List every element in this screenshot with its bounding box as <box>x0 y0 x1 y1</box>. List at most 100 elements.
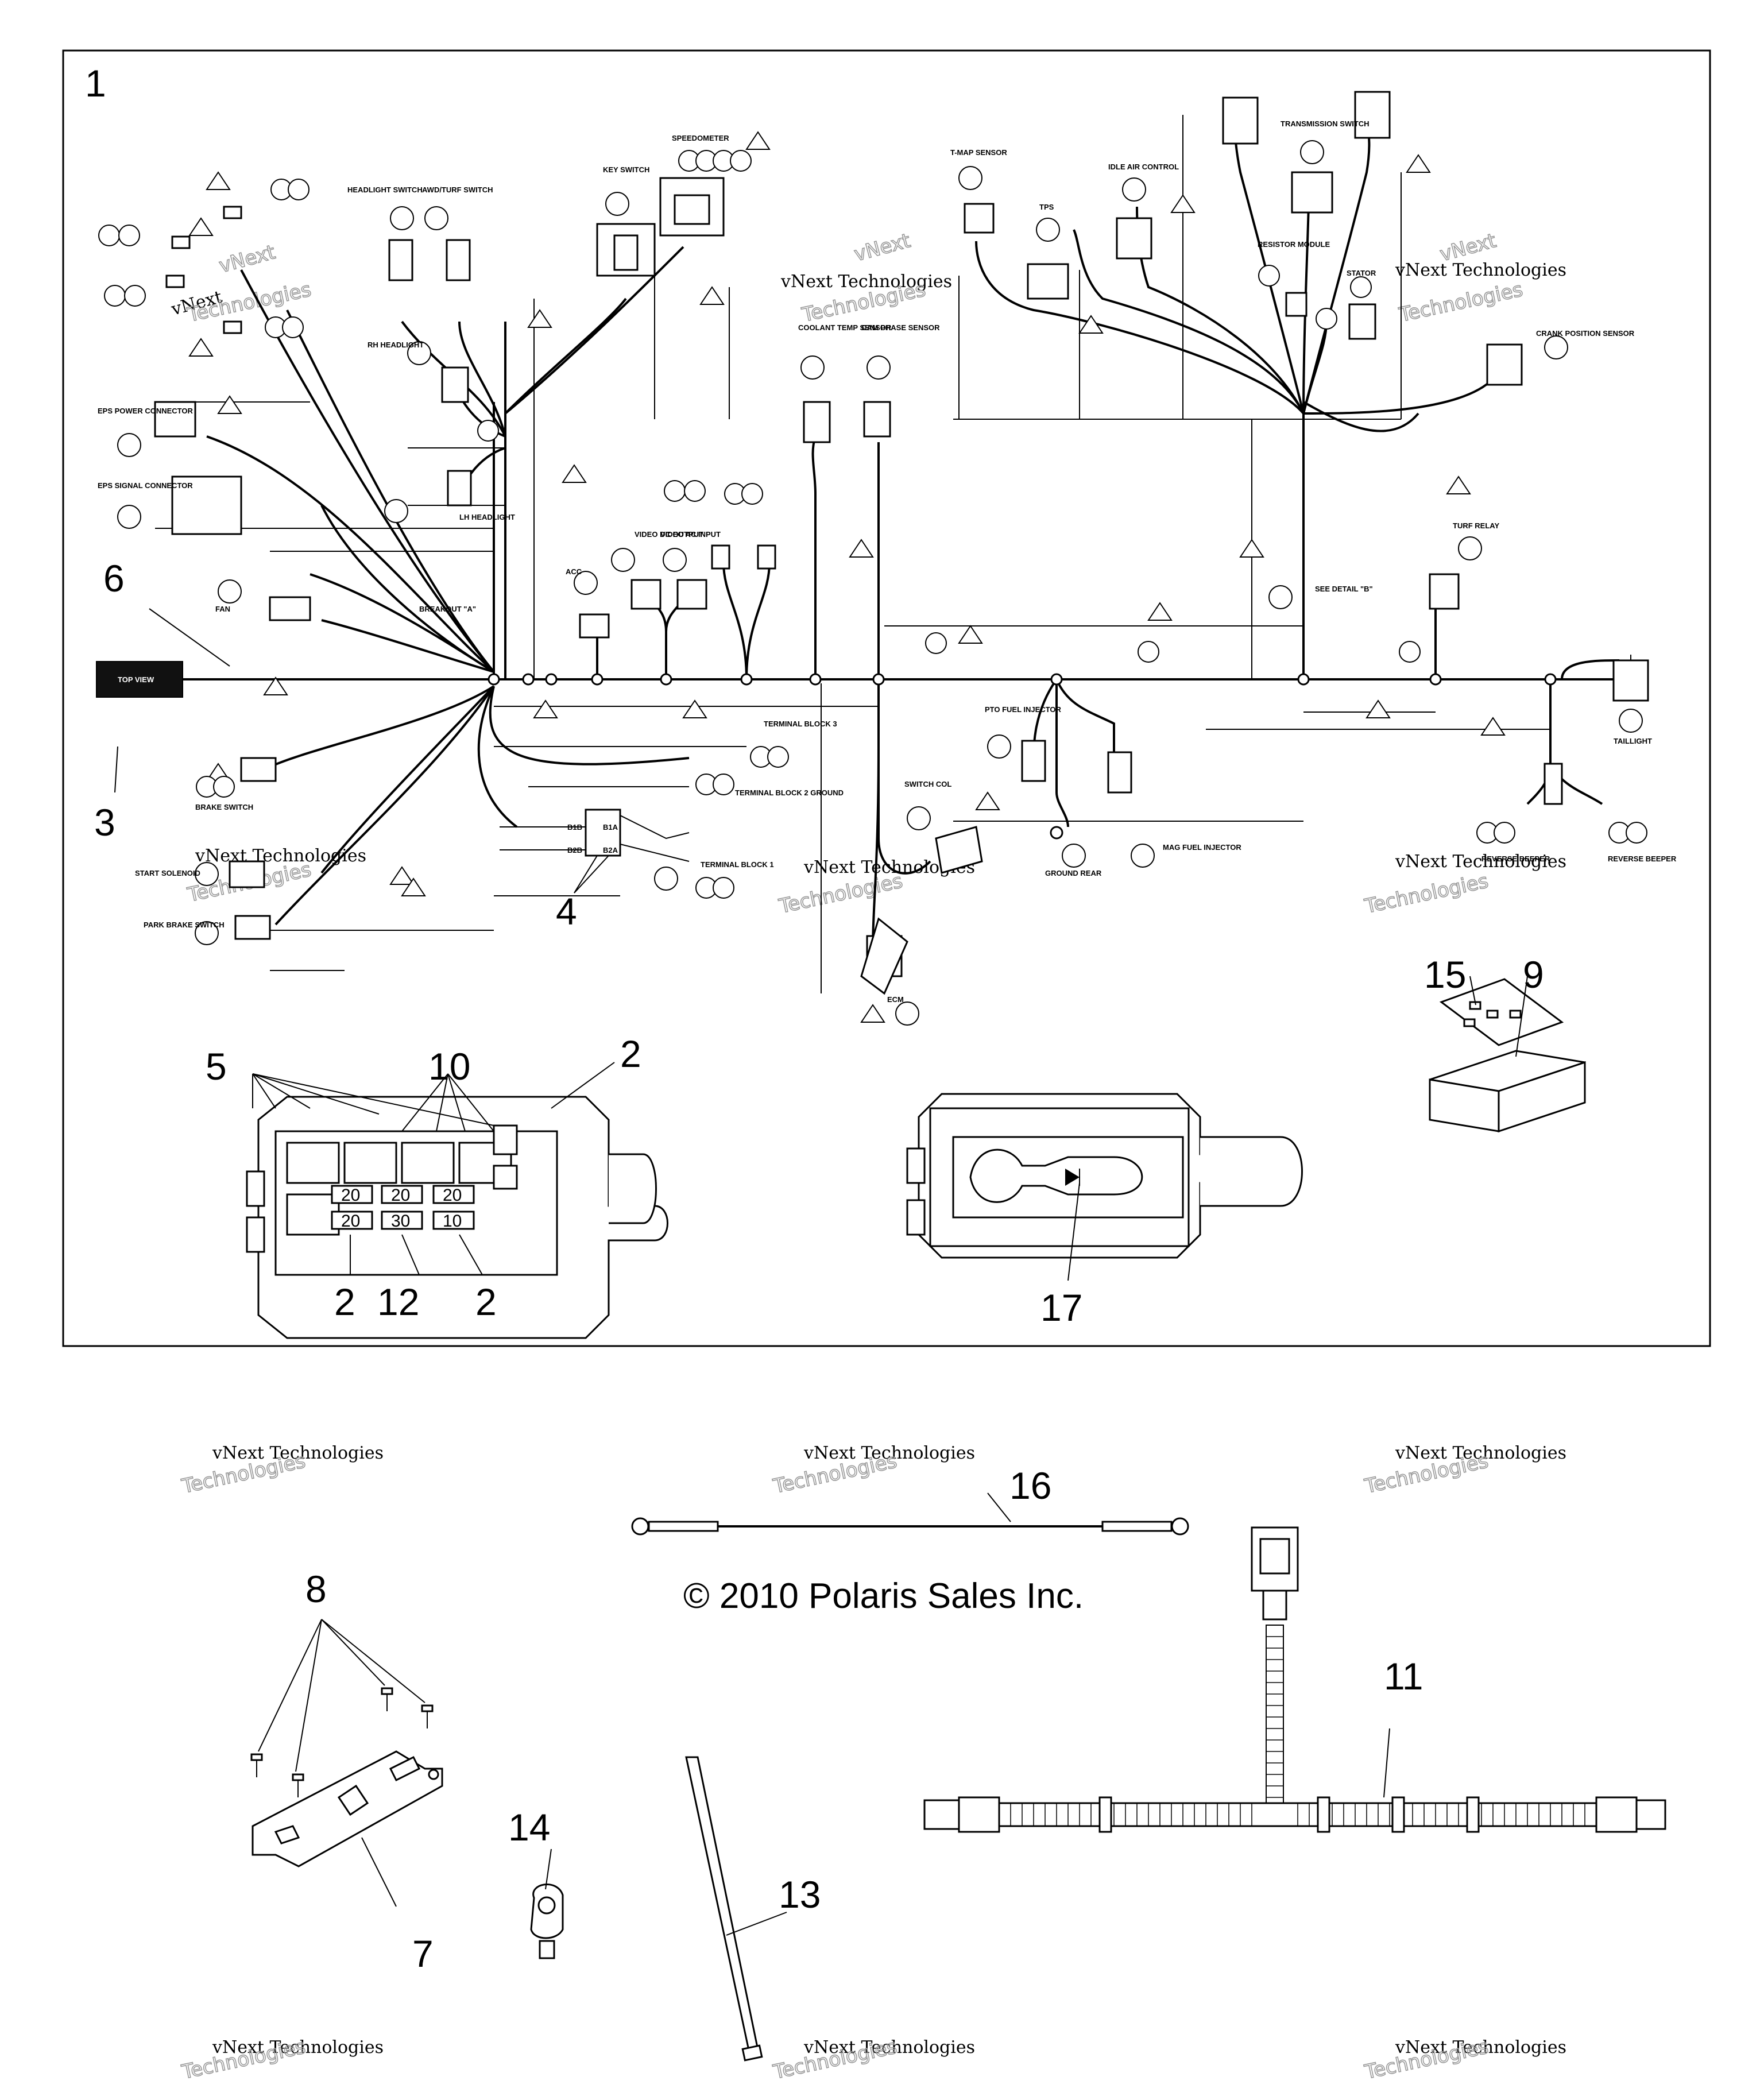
rh-headlight-connector <box>441 366 469 403</box>
svg-text:16: 16 <box>1009 1464 1051 1507</box>
headlight-switch-connector <box>388 239 413 281</box>
svg-text:TURF RELAY: TURF RELAY <box>1453 521 1499 530</box>
svg-text:20: 20 <box>341 1212 360 1231</box>
svg-text:5: 5 <box>206 1045 227 1088</box>
top-connector-a <box>1222 96 1259 145</box>
svg-text:BREAKOUT "A": BREAKOUT "A" <box>419 605 476 613</box>
svg-text:RESISTOR MODULE: RESISTOR MODULE <box>1258 240 1330 249</box>
eps-power-connector <box>154 401 196 438</box>
svg-text:vNext Technologies: vNext Technologies <box>1395 1443 1566 1463</box>
top-view-connector <box>96 661 183 698</box>
svg-text:REVERSE BEEPER: REVERSE BEEPER <box>1608 854 1677 863</box>
svg-text:20: 20 <box>391 1186 410 1205</box>
connector-labels: HEADLIGHT SWITCH AWD/TURF SWITCH KEY SWI… <box>98 119 1677 1004</box>
svg-text:SWITCH COL: SWITCH COL <box>904 780 951 788</box>
callout-leaders <box>114 608 609 894</box>
svg-text:TAILLIGHT: TAILLIGHT <box>1614 737 1652 745</box>
svg-text:COOLANT TEMP SENSOR: COOLANT TEMP SENSOR <box>798 323 892 332</box>
pto-injector-connector <box>1021 740 1046 782</box>
svg-text:KEY SWITCH: KEY SWITCH <box>603 165 649 174</box>
svg-text:15: 15 <box>1424 953 1466 996</box>
screws <box>250 1687 434 1797</box>
start-solenoid-connector <box>229 860 265 888</box>
svg-text:10: 10 <box>443 1212 462 1231</box>
svg-text:vNext: vNext <box>852 229 912 266</box>
svg-text:AWD/TURF SWITCH: AWD/TURF SWITCH <box>422 185 493 194</box>
fan-connector <box>269 596 311 621</box>
svg-text:30: 30 <box>391 1212 410 1231</box>
reference-triangles <box>188 131 1506 1023</box>
svg-text:FAN: FAN <box>215 605 230 613</box>
svg-text:B1B: B1B <box>567 823 582 832</box>
svg-text:LH HEADLIGHT: LH HEADLIGHT <box>459 513 515 521</box>
relay-module <box>906 1093 1303 1281</box>
crank-position-connector <box>1486 343 1523 386</box>
tmap-sensor-connector <box>964 203 995 234</box>
bracket-and-screws <box>250 1619 443 1907</box>
main-assembly-frame <box>62 49 1711 1347</box>
switch-col-connector <box>935 826 983 874</box>
svg-text:B1A: B1A <box>603 823 618 832</box>
svg-text:1: 1 <box>85 62 106 105</box>
svg-text:TRANSMISSION SWITCH: TRANSMISSION SWITCH <box>1281 119 1370 128</box>
svg-text:REVERSE BEEPER: REVERSE BEEPER <box>1481 854 1550 863</box>
svg-text:SEE DETAIL "B": SEE DETAIL "B" <box>1315 585 1373 593</box>
svg-text:9: 9 <box>1523 953 1544 996</box>
svg-text:vNext Technologies: vNext Technologies <box>1395 260 1566 280</box>
asd-connector <box>579 613 610 639</box>
svg-text:10: 10 <box>428 1045 470 1088</box>
svg-text:vNext Technologies: vNext Technologies <box>212 1443 384 1463</box>
svg-text:13: 13 <box>779 1873 821 1916</box>
reference-bubbles <box>98 140 1647 1026</box>
svg-text:7: 7 <box>412 1932 434 1975</box>
svg-text:vNext Technologies: vNext Technologies <box>1395 852 1566 872</box>
svg-text:RH HEADLIGHT: RH HEADLIGHT <box>368 341 424 349</box>
svg-text:2: 2 <box>475 1281 497 1323</box>
svg-text:2: 2 <box>334 1281 355 1323</box>
svg-text:3: 3 <box>94 801 115 844</box>
svg-text:CRANK POSITION SENSOR: CRANK POSITION SENSOR <box>1536 329 1635 338</box>
eps-signal-connector <box>171 475 242 535</box>
svg-text:vNext Technologies: vNext Technologies <box>212 2037 384 2058</box>
svg-text:STATOR: STATOR <box>1347 269 1376 277</box>
ground-cable <box>631 1492 1189 1536</box>
svg-text:SPEEDOMETER: SPEEDOMETER <box>672 134 729 142</box>
svg-text:Technologies: Technologies <box>1363 869 1491 918</box>
svg-text:12: 12 <box>377 1281 419 1323</box>
connectors: TOP VIEW <box>96 91 1649 995</box>
lh-headlight-connector <box>447 470 472 506</box>
svg-text:EPS POWER CONNECTOR: EPS POWER CONNECTOR <box>98 407 194 415</box>
cam-phase-connector <box>863 401 891 438</box>
svg-text:TOP VIEW: TOP VIEW <box>118 675 154 684</box>
video-ac-connector <box>676 579 707 610</box>
svg-text:20: 20 <box>341 1186 360 1205</box>
resistor-module <box>1285 292 1307 317</box>
clip <box>530 1848 564 1959</box>
fuse-box: 20 20 20 20 30 10 <box>246 1062 668 1339</box>
svg-text:EPS SIGNAL CONNECTOR: EPS SIGNAL CONNECTOR <box>98 481 193 490</box>
top-connector-b <box>1354 91 1391 139</box>
svg-text:PTO FUEL INJECTOR: PTO FUEL INJECTOR <box>985 705 1062 714</box>
svg-text:TPS: TPS <box>1039 203 1054 211</box>
svg-text:vNext Technologies: vNext Technologies <box>780 272 952 292</box>
svg-text:VIDEO AC INPUT: VIDEO AC INPUT <box>660 530 721 539</box>
svg-text:4: 4 <box>556 890 577 933</box>
svg-text:ECM: ECM <box>887 995 904 1004</box>
svg-text:8: 8 <box>305 1568 327 1610</box>
tps-connector <box>1027 263 1069 300</box>
svg-text:vNext Technologies: vNext Technologies <box>195 846 366 866</box>
sub-harness <box>923 1526 1666 1833</box>
cable-tie <box>685 1756 787 2062</box>
brake-switch-connector <box>240 757 277 782</box>
svg-text:ACC: ACC <box>566 567 582 576</box>
transmission-switch-connector <box>1291 171 1333 214</box>
svg-text:11: 11 <box>1384 1655 1423 1697</box>
svg-text:T-MAP SENSOR: T-MAP SENSOR <box>950 148 1007 157</box>
svg-text:vNext Technologies: vNext Technologies <box>803 1443 975 1463</box>
svg-text:IDLE AIR CONTROL: IDLE AIR CONTROL <box>1108 163 1179 171</box>
svg-text:20: 20 <box>443 1186 462 1205</box>
svg-text:TERMINAL BLOCK 3: TERMINAL BLOCK 3 <box>764 720 837 728</box>
svg-text:vNext Technologies: vNext Technologies <box>803 2037 975 2058</box>
video-dc-connector <box>630 579 662 610</box>
